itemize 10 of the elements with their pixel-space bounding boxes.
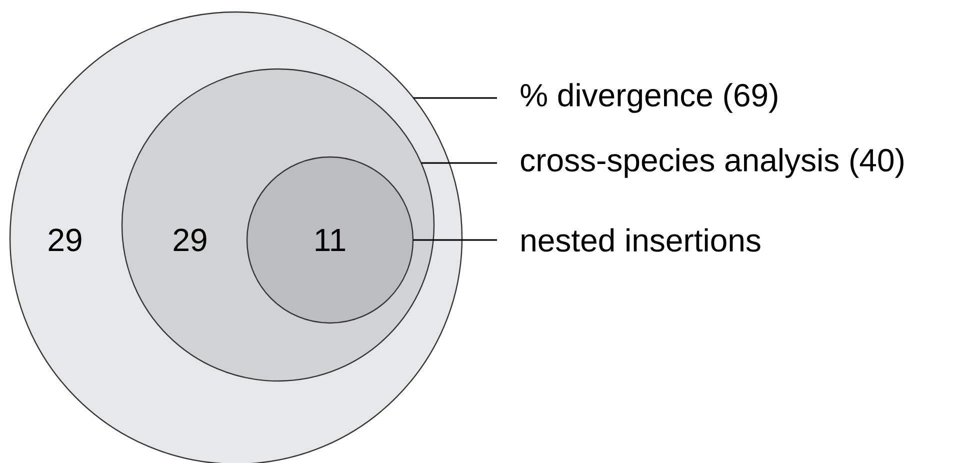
set-label: cross-species analysis (40) [520,148,904,178]
set-label: % divergence (69) [520,83,778,113]
circle [246,156,414,324]
count-label: 11 [316,228,346,251]
leader-line [413,97,497,99]
count-label: 29 [174,228,206,252]
leader-line [421,162,497,164]
leader-line [413,239,497,241]
set-label: nested insertions [522,228,760,252]
count-label: 29 [48,228,82,252]
